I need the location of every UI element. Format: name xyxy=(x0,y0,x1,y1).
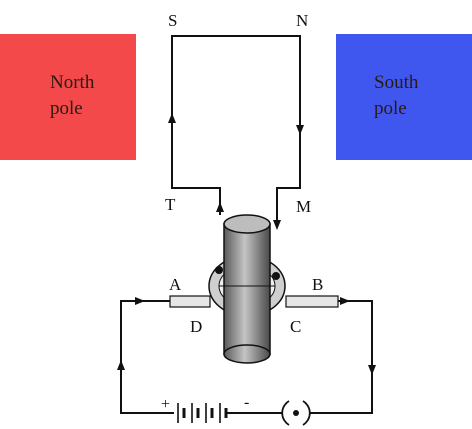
south-pole-label: South pole xyxy=(374,70,418,122)
north-pole-label-line1: North xyxy=(50,72,95,93)
external-circuit-wire-right xyxy=(310,300,373,414)
brush-B xyxy=(285,295,339,308)
commutator xyxy=(208,214,286,364)
battery-minus-label: - xyxy=(244,394,250,411)
arrow-down-right-wire xyxy=(368,365,376,375)
arrow-down-M xyxy=(273,220,281,230)
contact-point-D xyxy=(215,266,223,274)
arrow-down-right-coil xyxy=(296,125,304,135)
arrow-right-right-wire xyxy=(340,297,350,305)
label-S: S xyxy=(168,11,178,30)
arrow-up-left-coil xyxy=(168,113,176,123)
coil-wire xyxy=(171,35,301,220)
contact-point-C xyxy=(272,272,280,280)
battery-plus-label: + xyxy=(161,396,171,413)
label-D: D xyxy=(190,317,203,336)
south-pole-label-line2: pole xyxy=(374,98,407,119)
south-pole-label-line1: South xyxy=(374,72,419,93)
external-circuit-wire xyxy=(120,300,170,414)
north-pole-label: North pole xyxy=(50,70,94,122)
label-A: A xyxy=(169,275,182,294)
arrow-up-T xyxy=(216,202,224,212)
north-pole-magnet: North pole xyxy=(0,34,136,160)
label-B: B xyxy=(312,275,324,294)
brush-A xyxy=(169,295,211,308)
galvanometer xyxy=(281,400,311,426)
label-N: N xyxy=(296,11,309,30)
south-pole-magnet: South pole xyxy=(336,34,472,160)
arrow-up-left-wire xyxy=(117,360,125,370)
label-T: T xyxy=(165,195,176,214)
label-C: C xyxy=(290,317,302,336)
north-pole-label-line2: pole xyxy=(50,98,83,119)
label-M: M xyxy=(296,197,312,216)
battery xyxy=(158,403,240,423)
arrow-right-left-wire xyxy=(135,297,145,305)
